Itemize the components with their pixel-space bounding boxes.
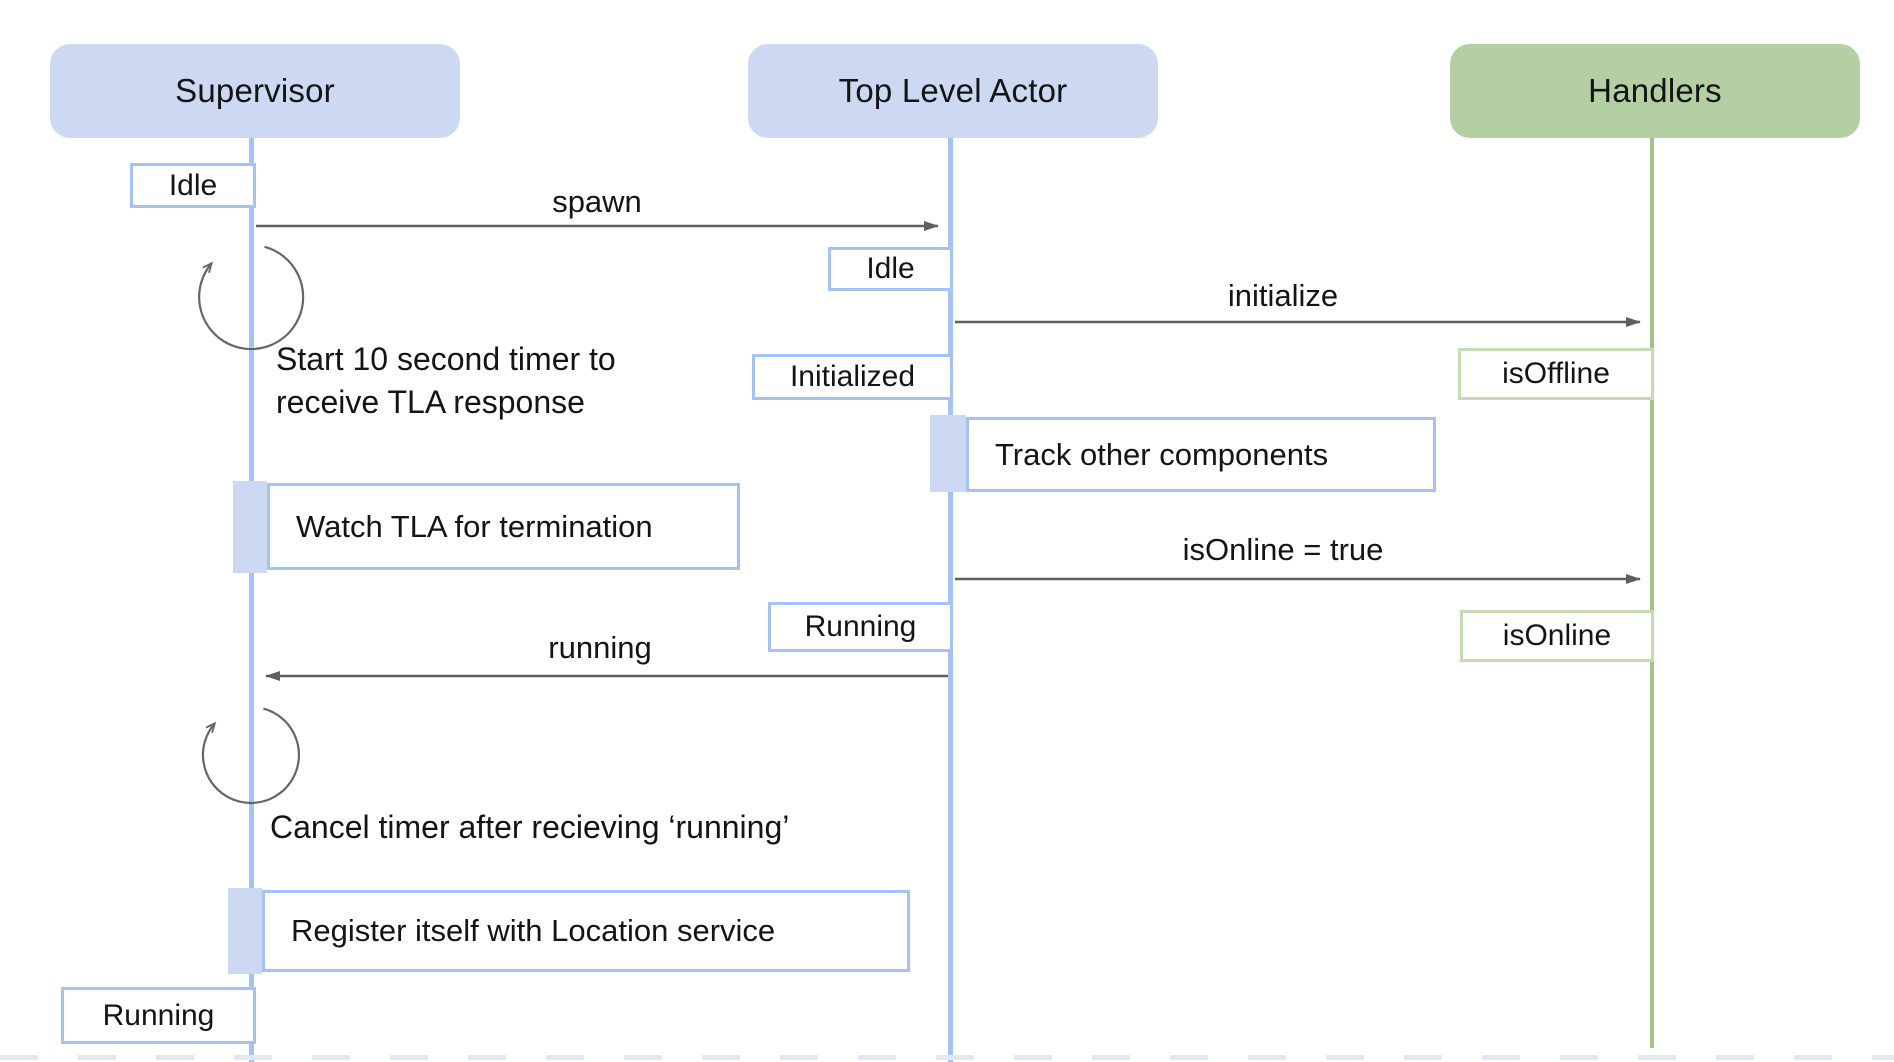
state-label: isOnline bbox=[1502, 619, 1612, 652]
state-label: Running bbox=[804, 610, 917, 643]
message-label-isonline-true: isOnline = true bbox=[1182, 532, 1384, 567]
state-tla-initialized: Initialized bbox=[752, 354, 953, 400]
bottom-dashed-line bbox=[0, 1055, 1894, 1060]
lifeline-top-level-actor bbox=[948, 138, 953, 1062]
state-label: Idle bbox=[866, 252, 915, 285]
message-label-running: running bbox=[548, 630, 652, 665]
message-label-initialize: initialize bbox=[1227, 278, 1339, 313]
state-tla-running: Running bbox=[768, 602, 953, 652]
state-label: Idle bbox=[168, 168, 218, 202]
actor-handlers-label: Handlers bbox=[1588, 72, 1722, 109]
note-start-timer: Start 10 second timer to receive TLA res… bbox=[276, 341, 616, 420]
activation-tla-track bbox=[930, 415, 966, 492]
actor-handlers: Handlers bbox=[1450, 44, 1860, 138]
lifeline-supervisor bbox=[249, 138, 254, 1062]
activity-label: Watch TLA for termination bbox=[296, 508, 653, 544]
message-label-spawn: spawn bbox=[552, 184, 642, 219]
actor-top-level-actor-label: Top Level Actor bbox=[838, 72, 1068, 109]
lifeline-handlers bbox=[1650, 138, 1654, 1048]
state-handlers-isonline: isOnline bbox=[1460, 610, 1654, 662]
activation-supervisor-watch bbox=[233, 481, 267, 573]
activity-label: Register itself with Location service bbox=[291, 913, 776, 948]
actor-top-level-actor: Top Level Actor bbox=[748, 44, 1158, 138]
state-label: Running bbox=[102, 998, 215, 1032]
activity-watch-tla: Watch TLA for termination bbox=[267, 483, 740, 570]
state-label: Initialized bbox=[789, 360, 916, 393]
activation-supervisor-register bbox=[228, 888, 262, 974]
activity-register-location: Register itself with Location service bbox=[262, 890, 910, 972]
state-supervisor-running: Running bbox=[61, 987, 256, 1044]
state-tla-idle: Idle bbox=[828, 247, 953, 291]
actor-supervisor-label: Supervisor bbox=[175, 72, 335, 109]
activity-track-components: Track other components bbox=[966, 417, 1436, 492]
state-supervisor-idle: Idle bbox=[130, 163, 256, 208]
state-label: isOffline bbox=[1502, 357, 1610, 390]
state-handlers-isoffline: isOffline bbox=[1458, 348, 1654, 400]
activity-label: Track other components bbox=[995, 436, 1329, 472]
note-cancel-timer: Cancel timer after recieving ‘running’ bbox=[270, 809, 790, 845]
actor-supervisor: Supervisor bbox=[50, 44, 460, 138]
